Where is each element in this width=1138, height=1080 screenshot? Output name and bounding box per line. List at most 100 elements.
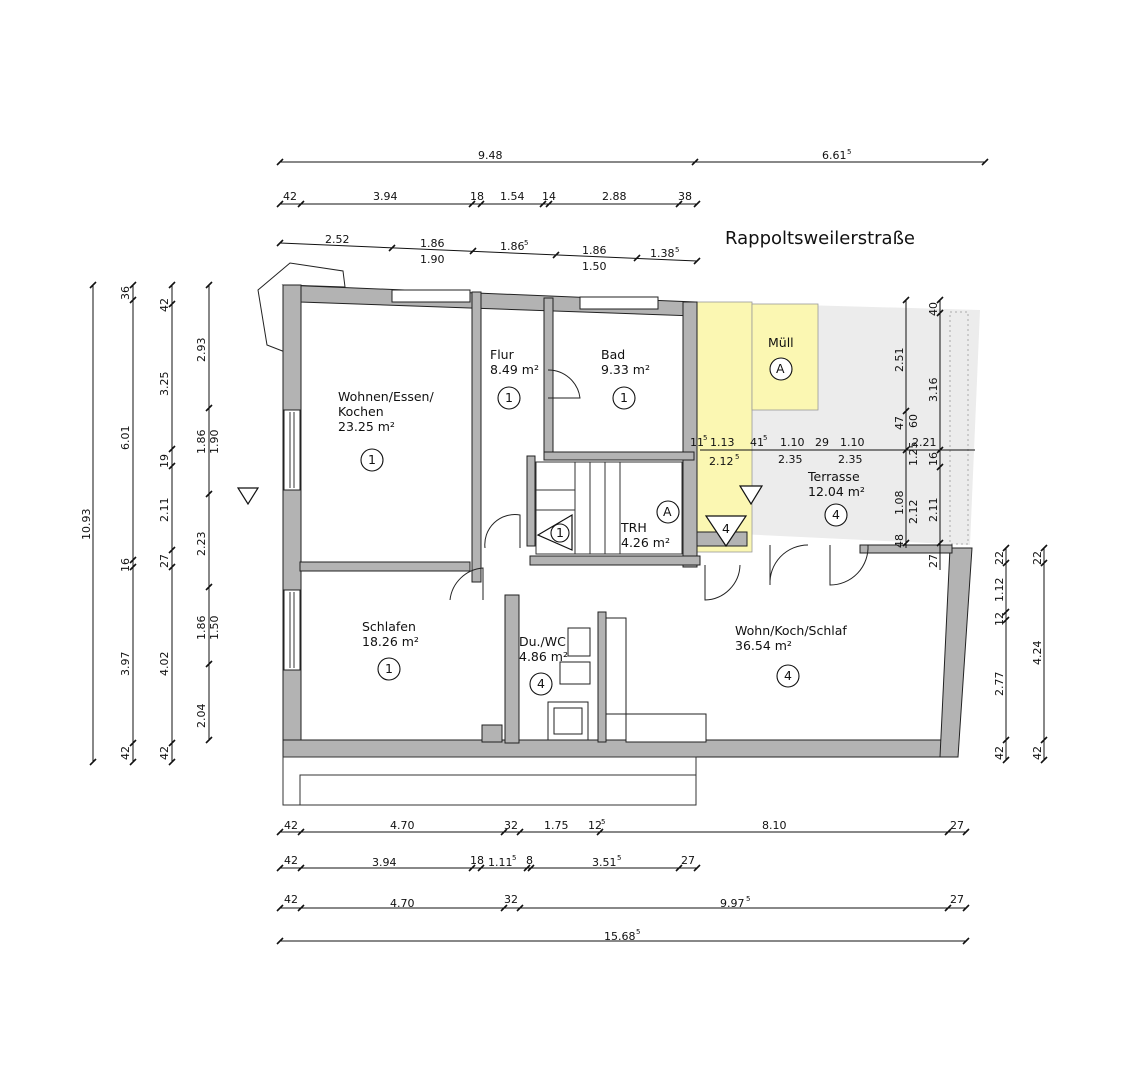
room-wohnkoch: Wohn/Koch/Schlaf 36.54 m² 4 — [735, 623, 847, 688]
dim-label: 60 — [907, 414, 920, 428]
dim-label: 2.23 — [195, 532, 208, 557]
room-name: Wohn/Koch/Schlaf — [735, 623, 847, 638]
room-marker: 1 — [368, 452, 376, 467]
dim-label: 9.48 — [478, 149, 503, 162]
room-area: 12.04 m² — [808, 484, 865, 499]
lower-annex-inner — [299, 774, 697, 806]
dim-label: 3.16 — [927, 378, 940, 403]
dim-label: 1.12 — [993, 578, 1006, 603]
room-name: Kochen — [338, 404, 384, 419]
dim-left-4: 2.93 1.86 1.90 2.23 1.86 1.50 2.04 — [195, 281, 221, 744]
room-marker: 4 — [537, 676, 545, 691]
highlight-passage — [696, 301, 753, 553]
dim-sup: 5 — [703, 434, 707, 442]
room-area: 4.26 m² — [621, 535, 670, 550]
dim-sup: 5 — [617, 854, 621, 862]
dim-label: 4.24 — [1031, 641, 1044, 666]
dim-label: 42 — [284, 819, 298, 832]
room-marker: 4 — [832, 507, 840, 522]
dim-label: 42 — [993, 746, 1006, 760]
room-name: Du./WC — [519, 634, 566, 649]
dim-top-2: 42 3.94 18 1.54 14 2.88 38 — [276, 190, 701, 208]
dim-mid: 11 5 1.13 41 5 1.10 29 1.10 2.12 5 2.35 … — [690, 434, 865, 468]
dim-label: 1.86 — [420, 237, 445, 250]
dim-label: 4.70 — [390, 819, 415, 832]
dim-label: 1.10 — [840, 436, 865, 449]
dim-label: 3.94 — [373, 190, 398, 203]
room-wohnen: Wohnen/Essen/ Kochen 23.25 m² 1 — [338, 389, 434, 472]
dim-label: 2.93 — [195, 338, 208, 363]
room-area: 4.86 m² — [519, 649, 568, 664]
dim-label: 22 — [1031, 551, 1044, 565]
dim-label: 2.12 — [907, 500, 920, 525]
level-marker-icon — [738, 485, 764, 506]
room-marker: 1 — [505, 390, 513, 405]
dim-label: 6.01 — [119, 426, 132, 451]
dim-sup: 5 — [735, 453, 739, 461]
dim-label: 1.90 — [208, 430, 221, 455]
room-marker: 1 — [556, 525, 564, 540]
dim-label: 18 — [470, 854, 484, 867]
room-name: Terrasse — [807, 469, 860, 484]
dim-label: 1.86 — [582, 244, 607, 257]
dim-bottom-2: 42 3.94 18 1.11 5 8 3.51 5 27 — [276, 854, 701, 872]
dim-label: 29 — [815, 436, 829, 449]
room-area: 23.25 m² — [338, 419, 395, 434]
dim-label: 22 — [993, 551, 1006, 565]
dim-label: 2.04 — [195, 704, 208, 729]
lower-annex — [282, 756, 697, 806]
dim-sup: 5 — [524, 239, 528, 247]
room-duwc: Du./WC 4.86 m² 4 — [519, 634, 568, 696]
dim-label: 2.77 — [993, 672, 1006, 697]
dim-label: 3.97 — [119, 652, 132, 677]
dim-label: 38 — [678, 190, 692, 203]
dim-sup: 5 — [675, 246, 679, 254]
dim-label: 1.86 — [195, 616, 208, 641]
dim-label: 1.86 — [500, 240, 525, 253]
street-name: Rappoltsweilerstraße — [725, 228, 915, 249]
dim-label: 3.94 — [372, 856, 397, 869]
dim-label: 11 — [690, 436, 704, 449]
dim-label: 27 — [681, 854, 695, 867]
dim-label: 2.88 — [602, 190, 627, 203]
room-marker: A — [776, 361, 785, 376]
dim-label: 1.50 — [208, 616, 221, 641]
dim-sup: 5 — [512, 854, 516, 862]
dim-label: 1.38 — [650, 247, 675, 260]
dim-label: 42 — [1031, 746, 1044, 760]
room-bad: Bad 9.33 m² 1 — [601, 347, 650, 410]
dim-label: 2.11 — [927, 498, 940, 523]
entry-marker-label: 4 — [722, 521, 730, 536]
dim-label: 1.54 — [500, 190, 525, 203]
dim-label: 14 — [542, 190, 556, 203]
room-trh: TRH 4.26 m² 1 A — [550, 500, 680, 550]
dim-right-c: 22 1.12 12 2.77 42 — [993, 544, 1010, 764]
room-name: Schlafen — [362, 619, 416, 634]
level-marker-icon — [236, 487, 260, 506]
room-muell: Müll A — [768, 335, 794, 381]
dim-label: 1.50 — [582, 260, 607, 273]
dim-label: 3.25 — [158, 372, 171, 397]
dim-right-d: 22 4.24 42 — [1031, 544, 1048, 764]
dim-label: 42 — [284, 854, 298, 867]
dim-right-a: 2.51 47 1.08 48 1.25 60 2.12 — [893, 296, 920, 548]
dim-label: 1.86 — [195, 430, 208, 455]
dim-label: 27 — [950, 893, 964, 906]
dim-label: 27 — [158, 554, 171, 568]
dim-label: 15.68 — [604, 930, 636, 943]
dim-left-total: 10.93 — [80, 281, 97, 766]
dim-top-3: 2.52 1.86 1.86 5 1.86 1.38 5 1.90 1.50 — [276, 233, 701, 273]
dim-label: 42 — [158, 298, 171, 312]
room-area: 18.26 m² — [362, 634, 419, 649]
dim-label: 8.10 — [762, 819, 787, 832]
dim-label: 3.51 — [592, 856, 617, 869]
dim-label: 4.70 — [390, 897, 415, 910]
dim-sup: 5 — [746, 895, 750, 903]
dim-label: 16 — [119, 558, 132, 572]
dim-label: 40 — [927, 302, 940, 316]
dim-label: 12 — [993, 612, 1006, 626]
dim-label: 1.25 — [907, 442, 920, 467]
dim-label: 2.21 — [912, 436, 937, 449]
dim-label: 19 — [158, 454, 171, 468]
